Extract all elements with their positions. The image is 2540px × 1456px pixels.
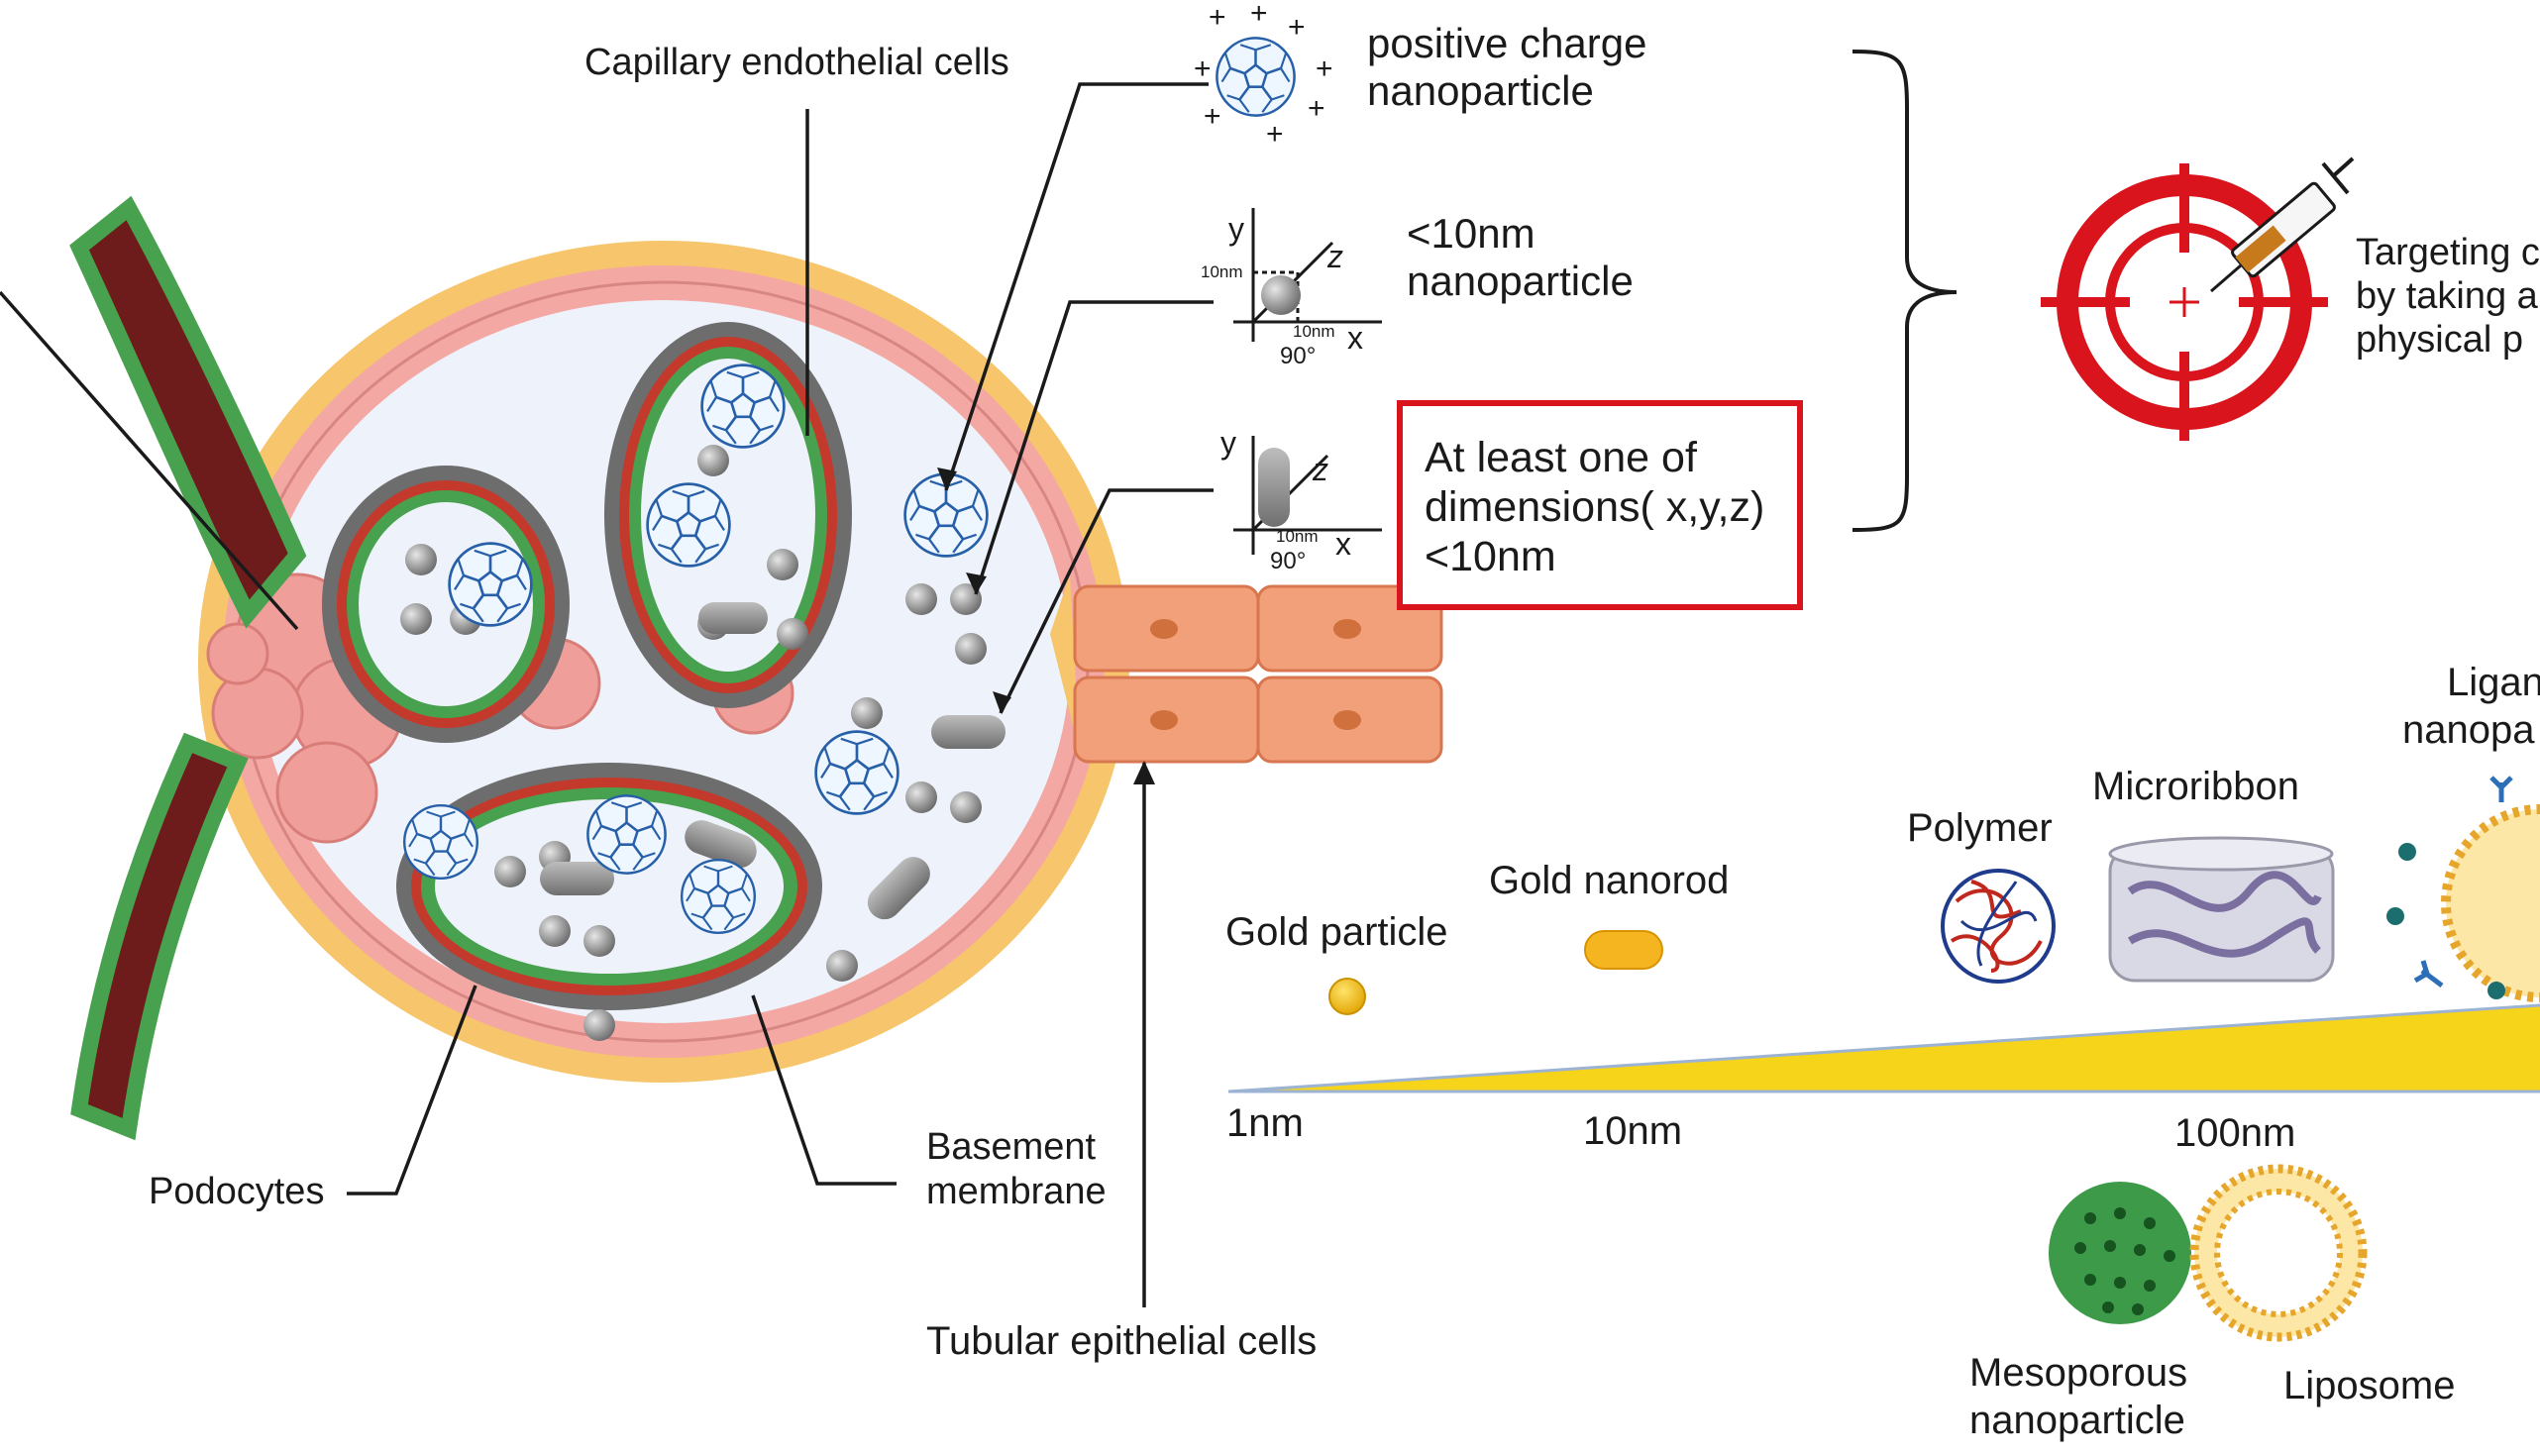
label-positive-charge-1: positive charge xyxy=(1367,20,1647,66)
scale-tick-100nm: 100nm xyxy=(2174,1111,2296,1155)
axis-z-label-2: z xyxy=(1313,452,1328,487)
label-gold-particle: Gold particle xyxy=(1225,910,1448,954)
capillary-loop-left xyxy=(322,466,570,743)
size-wedge-edge xyxy=(1227,1003,2540,1093)
label-tubular-epithelial-cells: Tubular epithelial cells xyxy=(926,1319,1318,1363)
axis-y-label-1: y xyxy=(1228,211,1244,247)
axis-z-label-1: z xyxy=(1327,239,1343,274)
microribbon-icon xyxy=(2108,836,2335,983)
mesoporous-nanoparticle-icon xyxy=(2049,1182,2191,1324)
plus-sign-6: + xyxy=(1204,100,1221,133)
axis-90deg-label-1: 90° xyxy=(1280,343,1317,369)
label-mesoporous-2: nanoparticle xyxy=(1969,1399,2185,1442)
label-polymer: Polymer xyxy=(1907,806,2053,850)
label-capillary-endothelial-cells: Capillary endothelial cells xyxy=(584,42,1009,83)
axis-y-label-2: y xyxy=(1220,425,1236,461)
targeting-line-1: Targeting c xyxy=(2356,232,2540,273)
small-rod-icon xyxy=(1258,448,1290,527)
plus-sign-2: + xyxy=(1250,0,1268,30)
scale-tick-1nm: 1nm xyxy=(1226,1101,1304,1145)
label-ligand-2: nanopa xyxy=(2402,708,2535,752)
plus-sign-5: + xyxy=(1316,52,1333,85)
axis-10nm-label-1a: 10nm xyxy=(1201,262,1243,281)
label-basement-membrane-2: membrane xyxy=(926,1171,1107,1212)
tubular-epithelium xyxy=(1050,574,1443,764)
positive-charge-nanoparticle-icon xyxy=(1216,37,1296,117)
glomerulus-illustration xyxy=(69,195,1443,1141)
gold-particle-icon xyxy=(1328,978,1366,1015)
target-icon xyxy=(2041,163,2328,441)
label-basement-membrane-1: Basement xyxy=(926,1126,1097,1168)
axis-10nm-label-1b: 10nm xyxy=(1293,322,1335,341)
rods-in-glomerulus xyxy=(540,602,1005,920)
small-sphere-icon xyxy=(1261,275,1301,315)
plus-sign-4: + xyxy=(1194,52,1212,85)
plus-sign-8: + xyxy=(1266,118,1284,151)
plus-sign-7: + xyxy=(1308,92,1325,125)
dimension-box-line-3: <10nm xyxy=(1425,533,1556,580)
leader-arrowheads xyxy=(937,468,1155,784)
label-podocytes: Podocytes xyxy=(149,1171,325,1212)
label-liposome: Liposome xyxy=(2283,1364,2456,1407)
axis-x-label-2: x xyxy=(1335,526,1351,562)
grouping-bracket xyxy=(1852,50,1958,532)
gold-nanorod-icon xyxy=(1584,930,1663,970)
dimension-box-line-1: At least one of xyxy=(1425,434,1697,481)
targeting-line-2: by taking a xyxy=(2356,275,2538,317)
label-positive-charge-2: nanoparticle xyxy=(1367,67,1594,114)
axis-x-label-1: x xyxy=(1347,320,1363,356)
scale-tick-10nm: 10nm xyxy=(1583,1109,1683,1153)
polymer-icon xyxy=(1941,869,2056,984)
plus-sign-1: + xyxy=(1209,1,1226,34)
vessel-upper xyxy=(69,195,307,629)
plus-sign-3: + xyxy=(1288,11,1306,44)
particles-in-glomerulus xyxy=(400,445,987,1041)
liposome-icon xyxy=(2189,1164,2368,1342)
label-microribbon: Microribbon xyxy=(2092,765,2299,808)
under10nm-axis-icon xyxy=(1233,208,1382,342)
syringe-icon xyxy=(2210,156,2355,293)
dimension-highlight-box: At least one of dimensions( x,y,z) <10nm xyxy=(1397,400,1803,610)
vessel-lower xyxy=(70,732,249,1141)
ligand-nanoparticle-icon xyxy=(2386,776,2540,1002)
axis-10nm-label-2: 10nm xyxy=(1276,527,1319,546)
axis-90deg-label-2: 90° xyxy=(1270,548,1307,574)
label-gold-nanorod: Gold nanorod xyxy=(1489,859,1730,902)
dimension-box-line-2: dimensions( x,y,z) xyxy=(1425,483,1765,531)
label-under10nm-1: <10nm xyxy=(1407,210,1535,257)
leader-lines xyxy=(0,82,1214,1307)
targeting-line-3: physical p xyxy=(2356,319,2523,361)
label-mesoporous-1: Mesoporous xyxy=(1969,1351,2188,1395)
label-under10nm-2: nanoparticle xyxy=(1407,258,1634,304)
label-ligand-1: Ligand- xyxy=(2447,661,2540,704)
